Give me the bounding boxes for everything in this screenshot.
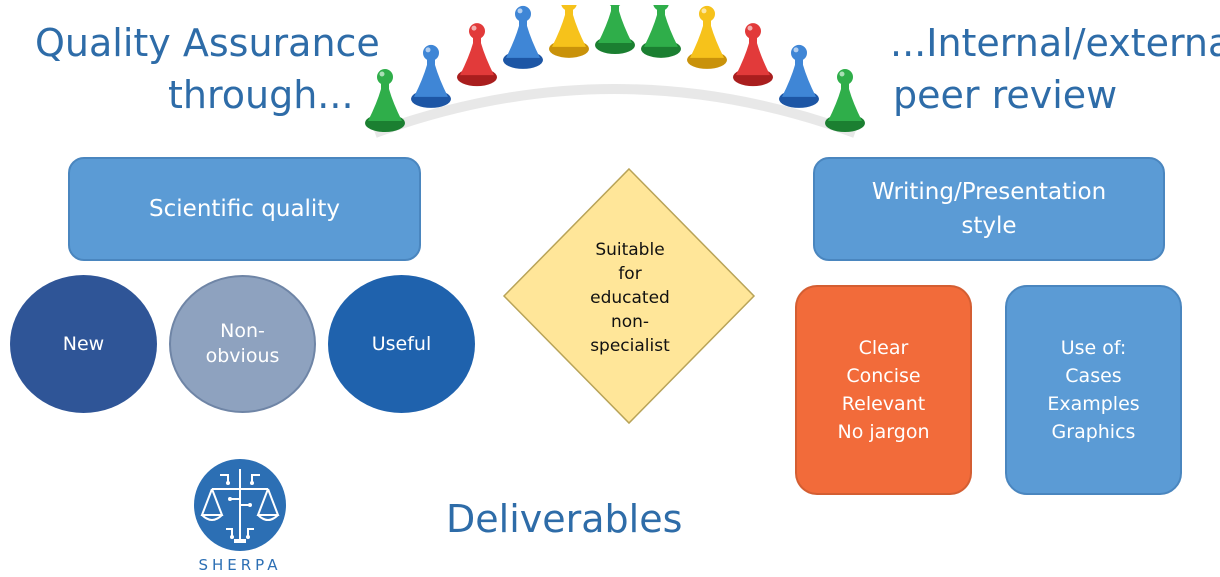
writing-presentation-style-box: Writing/Presentation style: [813, 157, 1165, 261]
circle-non-obvious: Non- obvious: [169, 275, 316, 413]
circle-useful-label: Useful: [371, 332, 432, 355]
suitability-diamond: [502, 167, 756, 425]
title-right-line2: peer review: [893, 73, 1118, 117]
pawn-blue-4: [503, 5, 543, 69]
pawn-red-9: [733, 23, 773, 87]
circle-new-label: New: [62, 332, 105, 355]
pawn-yellow-8: [687, 5, 727, 69]
use-of-box: Use of: Cases Examples Graphics: [1005, 285, 1182, 495]
title-right-line1: ...Internal/external: [890, 21, 1220, 65]
game-pawns-illustration: [365, 5, 865, 138]
clarity-box-text: Clear Concise Relevant No jargon: [837, 337, 930, 443]
clarity-box: Clear Concise Relevant No jargon: [795, 285, 972, 495]
title-left-line2: through...: [168, 73, 354, 117]
pawn-green-1: [365, 69, 405, 132]
circle-non-obvious-label: Non- obvious: [205, 320, 280, 367]
use-of-box-text: Use of: Cases Examples Graphics: [1047, 337, 1140, 443]
sherpa-logo-text: SHERPA: [198, 556, 282, 574]
pawn-yellow-5: [549, 5, 589, 58]
circle-useful: Useful: [328, 275, 475, 413]
scientific-quality-box: Scientific quality: [68, 157, 421, 261]
title-left-line1: Quality Assurance: [35, 21, 380, 65]
deliverables-label: Deliverables: [446, 497, 683, 541]
pawn-blue-10: [779, 44, 819, 108]
pawn-green-7: [641, 5, 681, 58]
diamond-label: Suitable for educated non- specialist: [590, 240, 670, 356]
pawn-green-11: [825, 69, 865, 132]
pawn-blue-2: [411, 44, 451, 108]
pawn-red-3: [457, 23, 497, 87]
scientific-quality-label: Scientific quality: [149, 196, 340, 222]
sherpa-logo-icon: [194, 459, 286, 551]
circle-new: New: [10, 275, 157, 413]
writing-presentation-style-label: Writing/Presentation style: [871, 179, 1107, 239]
pawn-green-6: [595, 5, 635, 54]
